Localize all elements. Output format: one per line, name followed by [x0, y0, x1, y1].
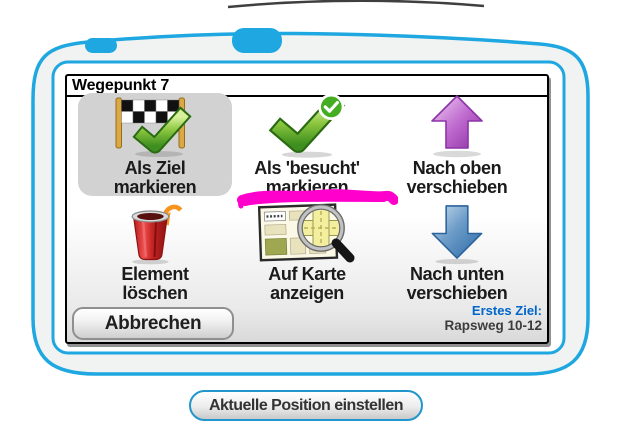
green-check-icon — [268, 93, 346, 158]
menu-item-label: anzeigen — [270, 282, 344, 303]
first-destination-label: Erstes Ziel: — [471, 303, 542, 318]
menu-item-label: Element — [121, 264, 189, 284]
device-top-left-tab — [85, 38, 117, 53]
menu-item-label: Auf Karte — [268, 264, 346, 284]
menu-item-show-on-map[interactable]: Auf Karte anzeigen — [232, 200, 382, 302]
menu-item-label: Als Ziel — [124, 158, 186, 178]
menu-item-move-up[interactable]: Nach oben verschieben — [382, 93, 532, 196]
menu-item-label: markieren — [113, 176, 197, 197]
device-screen: Wegepunkt 7 Als Ziel markiere — [65, 74, 549, 344]
screen-title: Wegepunkt 7 — [67, 76, 547, 97]
set-current-position-button[interactable]: Aktuelle Position einstellen — [189, 390, 423, 421]
menu-item-label: verschieben — [406, 282, 508, 303]
menu-item-mark-as-destination[interactable]: Als Ziel markieren — [78, 93, 232, 196]
menu-item-label: Nach oben — [412, 158, 502, 178]
device-top-center-tab — [232, 28, 282, 53]
finish-flag-check-icon — [115, 97, 192, 157]
first-destination-status: Erstes Ziel: Rapsweg 10-12 — [444, 303, 542, 334]
menu-item-label: Als 'besucht' — [254, 158, 360, 178]
first-destination-value: Rapsweg 10-12 — [444, 318, 542, 333]
menu-item-label: markieren — [265, 176, 349, 197]
red-trash-icon — [131, 204, 183, 265]
cancel-button[interactable]: Abbrechen — [72, 307, 234, 340]
menu-item-label: verschieben — [406, 176, 508, 197]
menu-item-move-down[interactable]: Nach unten verschieben — [382, 200, 532, 302]
map-magnifier-icon — [257, 203, 355, 263]
menu-item-mark-as-visited[interactable]: Als 'besucht' markieren — [232, 93, 382, 196]
menu-item-label: löschen — [122, 282, 188, 303]
purple-arrow-up-icon — [431, 95, 483, 158]
cropped-top-arc — [227, 0, 485, 9]
blue-arrow-down-icon — [431, 205, 483, 265]
menu-item-delete-item[interactable]: Element löschen — [78, 200, 232, 302]
menu-item-label: Nach unten — [409, 264, 504, 284]
